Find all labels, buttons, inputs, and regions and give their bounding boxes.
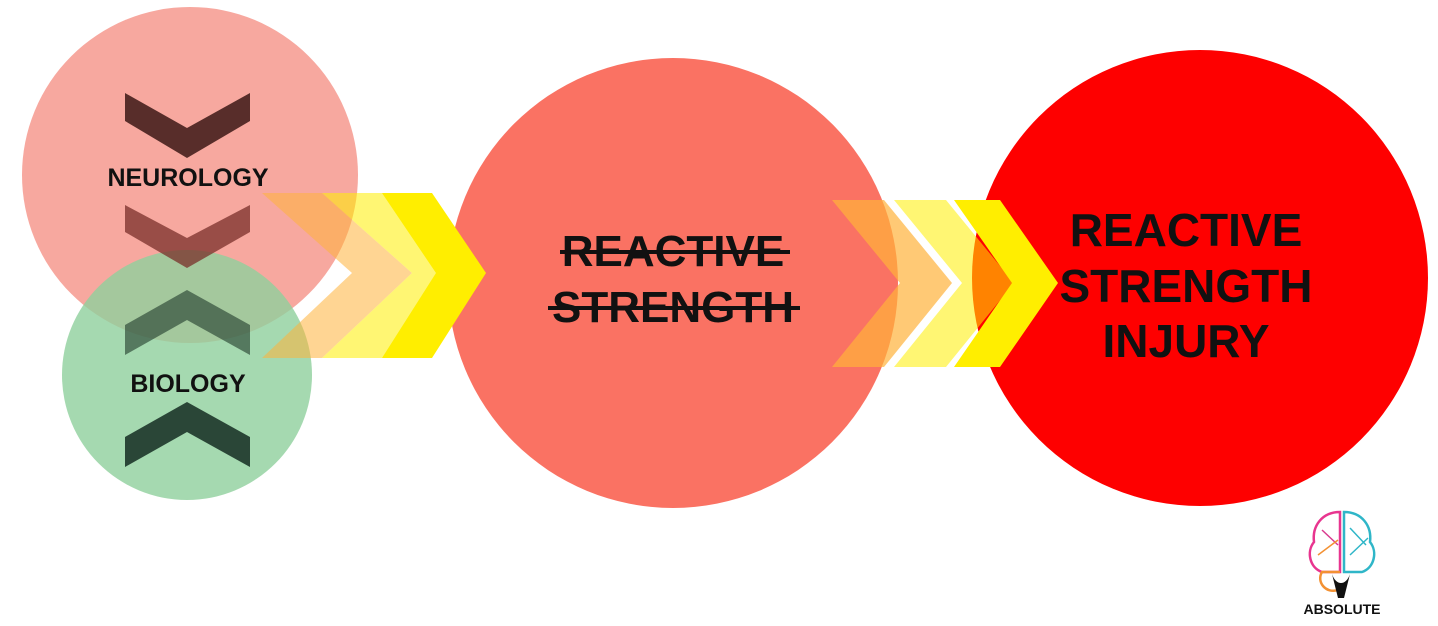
arrow-chevron-4 (832, 200, 952, 367)
neurology-label: NEUROLOGY (107, 164, 268, 192)
biology-chevron-up-icon (125, 290, 250, 355)
absolute-logo: ABSOLUTE (1304, 510, 1381, 617)
neurology-chevron-down-icon (125, 93, 250, 158)
reactive-strength-injury-circle (972, 50, 1428, 506)
arrow-chevron-6 (954, 200, 1058, 367)
injury-label-line3: INJURY (1103, 315, 1270, 367)
injury-label-line2: STRENGTH (1060, 260, 1313, 312)
brain-icon (1308, 510, 1376, 598)
arrow-chevron-1 (262, 193, 412, 358)
injury-label-line1: REACTIVE (1070, 204, 1303, 256)
neurology-chevron-down-icon-2 (125, 205, 250, 268)
biology-label: BIOLOGY (130, 370, 246, 398)
logo-text: ABSOLUTE (1304, 601, 1381, 617)
arrow-chevron-3 (382, 193, 486, 358)
arrow-chevron-5 (894, 200, 1014, 367)
biology-chevron-up-icon-2 (125, 402, 250, 467)
neurology-circle (22, 7, 358, 343)
reactive-strength-circle (448, 58, 898, 508)
